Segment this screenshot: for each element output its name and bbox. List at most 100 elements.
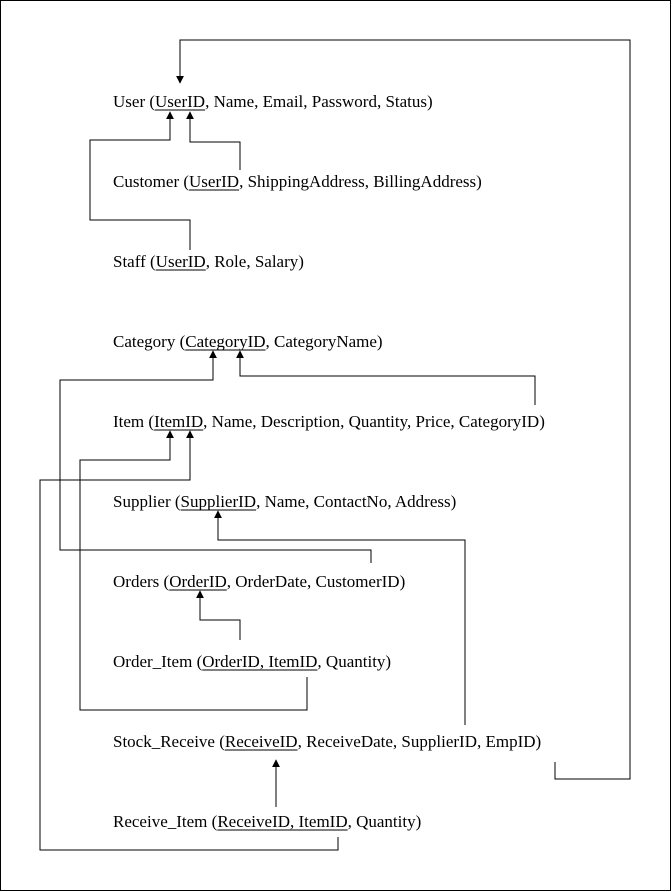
attribute: BillingAddress — [373, 172, 476, 191]
punct: ( — [146, 252, 156, 271]
punct: ) — [416, 812, 422, 831]
attribute: Name — [265, 492, 306, 511]
attribute: ShippingAddress — [248, 172, 365, 191]
punct: , — [298, 732, 307, 751]
attribute: Name — [214, 92, 255, 111]
punct: , — [317, 652, 326, 671]
relation-name: Order_Item — [113, 652, 192, 671]
punct: ( — [207, 812, 217, 831]
attribute: Quantity — [326, 652, 386, 671]
attribute: CategoryID — [459, 412, 539, 431]
primary-key-attribute: ItemID — [154, 412, 203, 431]
stockreceive-to-user-connector — [176, 39, 631, 780]
attribute: EmpID — [485, 732, 535, 751]
punct: ( — [215, 732, 225, 751]
relation-orders: Orders (OrderID, OrderDate, CustomerID) — [113, 572, 405, 591]
punct: ) — [536, 732, 542, 751]
attribute: Name — [212, 412, 253, 431]
relation-name: Orders — [113, 572, 159, 591]
punct: ) — [385, 652, 391, 671]
punct: ) — [400, 572, 406, 591]
attribute: ContactNo — [314, 492, 388, 511]
punct: ) — [377, 332, 383, 351]
punct: , — [260, 652, 269, 671]
relation-stock-receive: Stock_Receive (ReceiveID, ReceiveDate, S… — [113, 732, 541, 751]
punct: , — [348, 812, 357, 831]
punct: , — [305, 492, 314, 511]
primary-key-attribute: OrderID — [202, 652, 260, 671]
punct: , — [246, 252, 255, 271]
punct: , — [307, 572, 316, 591]
attribute: ReceiveDate — [306, 732, 393, 751]
punct: ( — [179, 172, 189, 191]
relation-user-text: User (UserID, Name, Email, Password, Sta… — [113, 92, 433, 111]
punct: , — [256, 492, 265, 511]
punct: ) — [476, 172, 482, 191]
punct: ) — [427, 92, 433, 111]
relation-name: User — [113, 92, 145, 111]
orders-to-category-connector — [59, 350, 372, 563]
attribute: Description — [261, 412, 341, 431]
relation-name: Receive_Item — [113, 812, 207, 831]
item-to-category-connector — [236, 350, 536, 405]
relation-item-text: Item (ItemID, Name, Description, Quantit… — [113, 412, 545, 431]
attribute: Role — [214, 252, 246, 271]
relation-order-item: Order_Item (OrderID, ItemID, Quantity) — [113, 652, 391, 671]
relation-name: Staff — [113, 252, 146, 271]
punct: ( — [192, 652, 202, 671]
primary-key-attribute: ReceiveID — [225, 732, 298, 751]
connectors-layer — [39, 39, 631, 851]
primary-key-attribute: UserID — [156, 252, 206, 271]
relation-category-text: Category (CategoryID, CategoryName) — [113, 332, 383, 351]
relation-name: Supplier — [113, 492, 171, 511]
relation-supplier-text: Supplier (SupplierID, Name, ContactNo, A… — [113, 492, 456, 511]
attribute: CustomerID — [316, 572, 400, 591]
relation-receive-item: Receive_Item (ReceiveID, ItemID, Quantit… — [113, 812, 421, 831]
relation-receive-item-text: Receive_Item (ReceiveID, ItemID, Quantit… — [113, 812, 421, 831]
attribute: OrderDate — [235, 572, 307, 591]
stockreceive-to-supplier-connector — [214, 510, 466, 725]
relation-orders-text: Orders (OrderID, OrderDate, CustomerID) — [113, 572, 405, 591]
relation-item: Item (ItemID, Name, Description, Quantit… — [113, 412, 545, 431]
punct: , — [239, 172, 248, 191]
relation-user: User (UserID, Name, Email, Password, Sta… — [113, 92, 433, 111]
punct: ( — [144, 412, 154, 431]
attribute: CategoryName — [274, 332, 377, 351]
attribute: Quantity — [356, 812, 416, 831]
primary-key-attribute: UserID — [189, 172, 239, 191]
orderitem-to-item-connector — [79, 430, 308, 711]
relations-layer: User (UserID, Name, Email, Password, Sta… — [113, 92, 545, 831]
punct: , — [227, 572, 236, 591]
relation-supplier: Supplier (SupplierID, Name, ContactNo, A… — [113, 492, 456, 511]
primary-key-attribute: UserID — [155, 92, 205, 111]
punct: ) — [451, 492, 457, 511]
relation-customer: Customer (UserID, ShippingAddress, Billi… — [113, 172, 482, 191]
relation-customer-text: Customer (UserID, ShippingAddress, Billi… — [113, 172, 482, 191]
attribute: SupplierID — [401, 732, 477, 751]
punct: , — [387, 492, 395, 511]
orderitem-to-orders-connector — [196, 590, 241, 640]
primary-key-attribute: ItemID — [299, 812, 348, 831]
customer-to-user-connector — [186, 111, 241, 170]
punct: , — [252, 412, 261, 431]
punct: ) — [539, 412, 545, 431]
relation-order-item-text: Order_Item (OrderID, ItemID, Quantity) — [113, 652, 391, 671]
relation-category: Category (CategoryID, CategoryName) — [113, 332, 383, 351]
relation-name: Stock_Receive — [113, 732, 215, 751]
punct: , — [254, 92, 263, 111]
punct: ( — [145, 92, 155, 111]
attribute: Password — [312, 92, 378, 111]
punct: ( — [175, 332, 185, 351]
punct: , — [206, 252, 215, 271]
punct: ( — [159, 572, 169, 591]
punct: , — [450, 412, 459, 431]
primary-key-attribute: CategoryID — [185, 332, 265, 351]
punct: ( — [171, 492, 181, 511]
attribute: Quantity — [349, 412, 409, 431]
primary-key-attribute: OrderID — [169, 572, 227, 591]
relation-name: Customer — [113, 172, 179, 191]
attribute: Status — [385, 92, 427, 111]
punct: , — [303, 92, 312, 111]
